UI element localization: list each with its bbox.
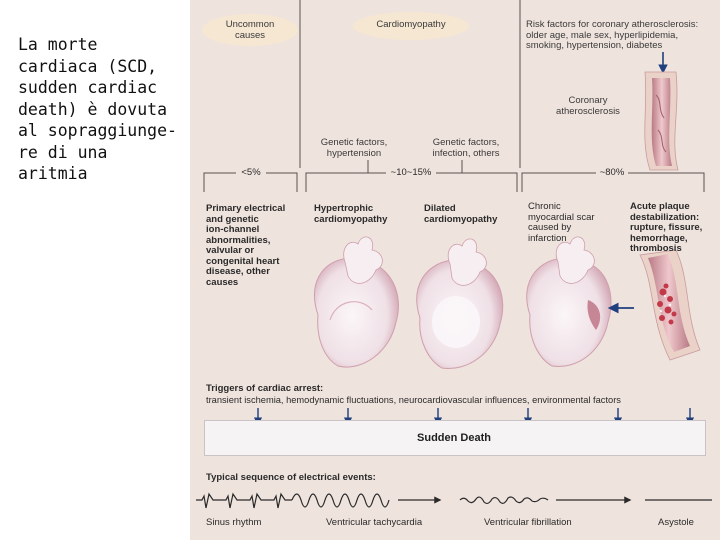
brackets: [203, 160, 705, 192]
sinus-rhythm-trace: [196, 492, 292, 509]
label-ventricular-tachycardia: Ventricular tachycardia: [326, 517, 423, 528]
label-chronic-scar: Chronic myocardial scar caused by infarc…: [528, 201, 595, 244]
ventricular-tachycardia-trace: [291, 493, 390, 508]
label-primary-electrical: Primary electrical and genetic ion-chann…: [206, 203, 286, 288]
label-acute-plaque: Acute plaque destabilization: rupture, f…: [630, 201, 703, 254]
label-genetic-infection: Genetic factors, infection, others: [432, 137, 500, 159]
percent-cardiomyopathy: ~10~15%: [390, 167, 432, 178]
heart-hypertrophic: [314, 236, 399, 368]
label-ventricular-fibrillation: Ventricular fibrillation: [484, 517, 572, 528]
sudden-death-label: Sudden Death: [417, 432, 491, 444]
ventricular-fibrillation-trace: [459, 496, 549, 505]
header-glow-cardiomyopathy: [353, 12, 469, 40]
percent-uncommon: <5%: [241, 167, 261, 178]
label-asystole: Asystole: [658, 517, 694, 528]
label-dilated-cardiomyopathy: Dilated cardiomyopathy: [424, 203, 498, 225]
sudden-death-bar: [204, 420, 706, 456]
heart-scar: [526, 236, 612, 368]
percent-coronary: ~80%: [599, 167, 625, 178]
header-glow-uncommon: [202, 14, 298, 46]
label-coronary-atherosclerosis: Coronary atherosclerosis: [556, 95, 620, 117]
coronary-artery-illustration: [644, 71, 679, 171]
label-hypertrophic-cardiomyopathy: Hypertrophic cardiomyopathy: [314, 203, 388, 225]
heart-dilated: [416, 238, 504, 370]
label-genetic-hypertension: Genetic factors, hypertension: [320, 137, 388, 159]
triggers-list: transient ischemia, hemodynamic fluctuat…: [206, 395, 621, 405]
slide-caption: La morte cardiaca (SCD, sudden cardiac d…: [18, 35, 177, 183]
label-sinus-rhythm: Sinus rhythm: [206, 517, 262, 528]
thrombus-artery-illustration: [639, 249, 701, 361]
header-uncommon-causes: Uncommon causes: [225, 19, 275, 41]
header-risk-factors: Risk factors for coronary atherosclerosi…: [526, 19, 699, 51]
ecg-traces: [196, 492, 712, 509]
header-cardiomyopathy: Cardiomyopathy: [376, 19, 446, 30]
triggers-title: Triggers of cardiac arrest:: [206, 383, 324, 394]
sequence-title: Typical sequence of electrical events:: [206, 472, 376, 483]
